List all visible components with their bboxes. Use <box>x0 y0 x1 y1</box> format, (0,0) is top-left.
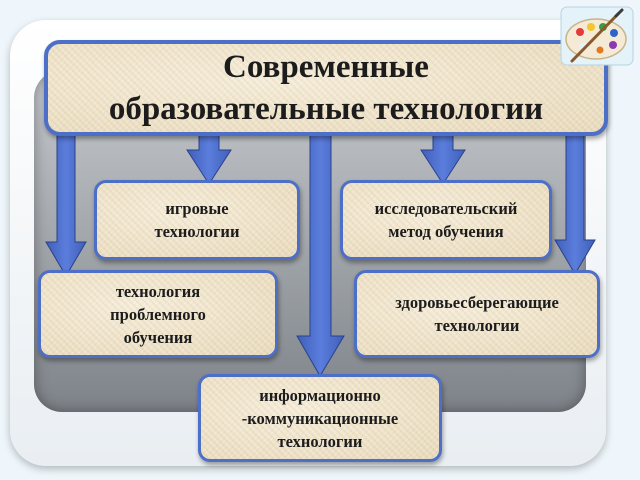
box-problem-learning: технология проблемного обучения <box>38 270 278 358</box>
arrow-to-game-tech <box>186 133 232 185</box>
box-health-saving-technologies: здоровьесберегающие технологии <box>354 270 600 358</box>
box-game-technologies: игровые технологии <box>94 180 300 260</box>
box-ict-technologies: информационно -коммуникационные технолог… <box>198 374 442 462</box>
arrow-to-ict <box>296 133 345 377</box>
arrow-to-health-saving <box>554 133 596 275</box>
paint-palette-icon <box>560 6 634 66</box>
diagram-title: Современные образовательные технологии <box>44 40 608 136</box>
arrow-to-research-method <box>420 133 466 185</box>
box-research-method: исследовательский метод обучения <box>340 180 552 260</box>
arrow-to-problem-learning <box>45 133 87 277</box>
